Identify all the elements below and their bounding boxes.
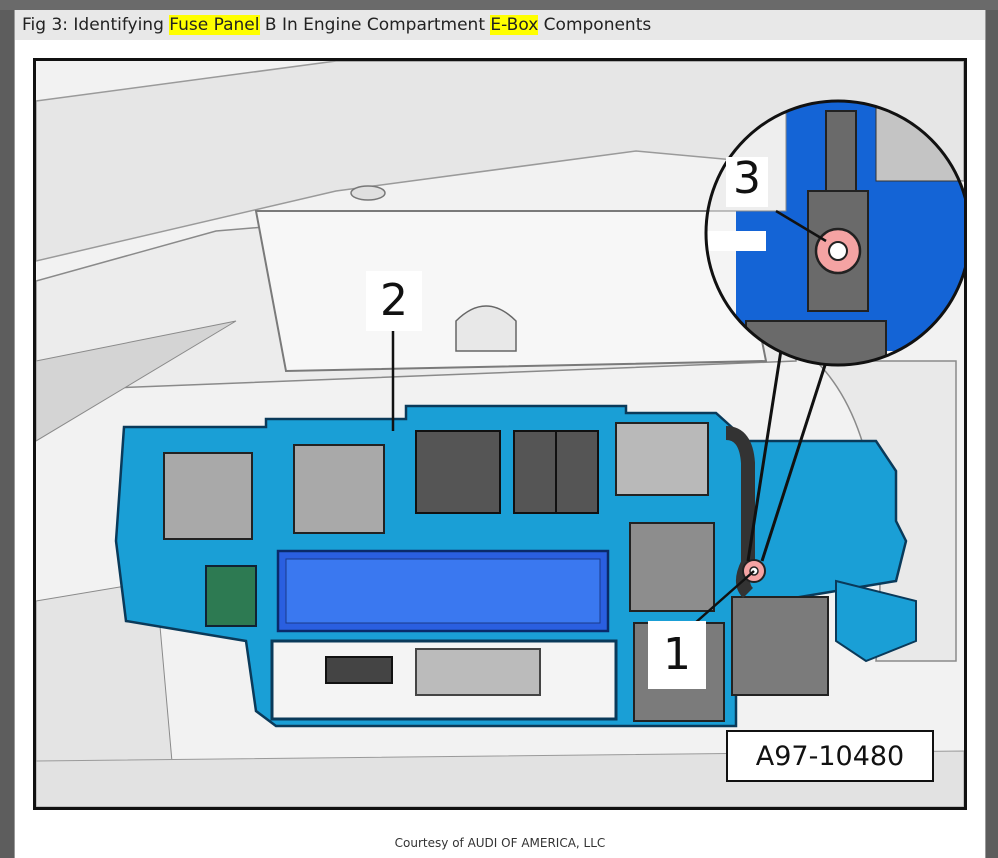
- cable: [725, 426, 755, 598]
- component-diagram: 3 2 1 A97-10480: [33, 58, 967, 810]
- connector-right-middle: [629, 522, 715, 612]
- reference-code-box: A97-10480: [726, 730, 934, 782]
- connector-left-2: [293, 444, 385, 534]
- zoom-magnifier-circle: [706, 101, 964, 365]
- window-top-bar: [0, 0, 998, 10]
- clip-shape: [455, 305, 517, 352]
- connector-right-top: [615, 422, 709, 496]
- caption-highlight-fuse-panel: Fuse Panel: [169, 15, 260, 35]
- callout-2: 2: [366, 271, 422, 331]
- zoom-leader-right: [760, 330, 838, 562]
- lower-connector-gray: [415, 648, 541, 696]
- callout-3: 3: [726, 157, 768, 207]
- caption-prefix: Fig 3: Identifying: [22, 15, 170, 35]
- caption-suffix: Components: [538, 15, 652, 35]
- caption-middle: B In Engine Compartment: [259, 15, 491, 35]
- relay-1: [415, 430, 501, 514]
- caption-highlight-e-box: E-Box: [490, 15, 539, 35]
- lower-left-shape: [36, 580, 177, 807]
- left-panel-shade: [36, 320, 237, 442]
- lower-connector-dark: [325, 656, 393, 684]
- connector-left-1: [163, 452, 253, 540]
- figure-frame: Fig 3: Identifying Fuse Panel B In Engin…: [14, 10, 986, 858]
- leader-line-3: [775, 209, 827, 243]
- ground-block: [205, 565, 257, 627]
- image-credit: Courtesy of AUDI OF AMERICA, LLC: [394, 836, 606, 850]
- callout-1: 1: [648, 621, 706, 689]
- zoom-circle-border: [704, 99, 964, 367]
- grommet: [350, 185, 386, 201]
- figure-caption: Fig 3: Identifying Fuse Panel B In Engin…: [15, 10, 985, 40]
- zoom-leader-left: [746, 330, 786, 562]
- connector-far-right: [731, 596, 829, 696]
- right-bracket: [835, 579, 917, 663]
- fuse-strip-inner: [285, 558, 601, 624]
- tray-opening: [254, 210, 768, 373]
- diagram-illustration: [36, 61, 964, 807]
